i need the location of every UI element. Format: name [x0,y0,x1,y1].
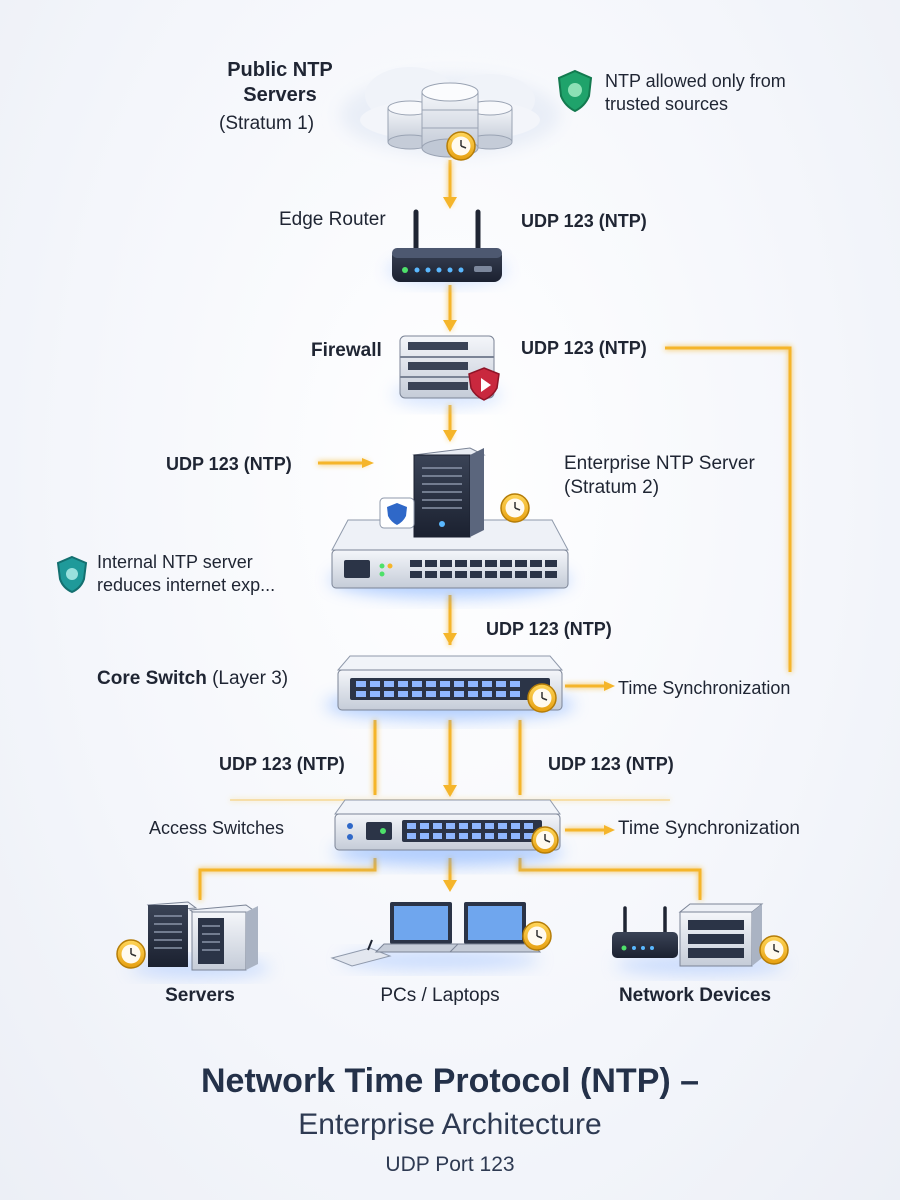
trusted-note-line2: trusted sources [605,93,729,114]
footer-subtitle: Enterprise Architecture [298,1108,602,1141]
internal-note-line1: Internal NTP server [97,552,253,572]
clock-icon [527,683,557,713]
laptop-icon [330,902,542,970]
enterprise-ntp-line2: (Stratum 2) [564,476,660,498]
pcs-laptops-label: PCs / Laptops [380,985,500,1006]
shield-icon [557,69,593,113]
core-sync-label: Time Synchronization [618,678,791,698]
public-ntp-title-line2: Servers [243,84,317,106]
internal-note-line2: reduces internet exp... [97,574,276,595]
firewall-icon [392,335,502,407]
core-switch-label: Core Switch (Layer 3) [97,667,288,691]
enterprise-out-port-label: UDP 123 (NTP) [486,619,612,639]
server-tower-icon [130,901,270,978]
access-sync-label: Time Synchronization [618,818,800,839]
clock-icon [500,493,530,523]
network-devices-label: Network Devices [618,985,772,1006]
flow-lines [198,160,792,900]
core-switch-label-rest: (Layer 3) [206,668,289,689]
internal-ntp-note: Internal NTP server reduces internet exp… [97,551,275,596]
clock-icon [522,921,552,951]
flow-arrowheads [362,197,615,892]
public-ntp-title: Public NTP Servers [200,58,360,108]
server-tower-icon [412,447,486,538]
clock-icon [759,935,789,965]
core-right-port-label: UDP 123 (NTP) [548,754,674,774]
clock-icon [531,826,559,854]
router-port-label: UDP 123 (NTP) [521,211,647,231]
database-icon [387,82,513,158]
shield-icon [56,555,88,594]
switch-icon [325,655,575,720]
footer-port: UDP Port 123 [385,1153,515,1176]
shield-icon [379,497,415,529]
enterprise-ntp-label: Enterprise NTP Server (Stratum 2) [564,452,755,500]
switch-icon [333,799,563,866]
clock-icon [116,939,146,969]
core-left-port-label: UDP 123 (NTP) [219,754,345,774]
trusted-note-line1: NTP allowed only from [605,71,786,91]
network-device-icon [612,903,785,975]
core-switch-label-bold: Core Switch [97,668,207,689]
public-ntp-title-line1: Public NTP [227,59,333,81]
enterprise-ntp-line1: Enterprise NTP Server [564,453,755,474]
router-icon [387,209,507,284]
trusted-sources-note: NTP allowed only from trusted sources [605,70,786,115]
firewall-port-label: UDP 123 (NTP) [521,338,647,358]
public-ntp-subtitle: (Stratum 1) [219,113,315,134]
servers-label: Servers [165,985,235,1006]
enterprise-in-port-label: UDP 123 (NTP) [166,454,292,474]
footer-title: Network Time Protocol (NTP) – [200,1062,700,1100]
edge-router-label: Edge Router [279,209,386,230]
firewall-label: Firewall [311,340,382,361]
access-switches-label: Access Switches [149,818,285,838]
clock-icon [446,131,476,161]
